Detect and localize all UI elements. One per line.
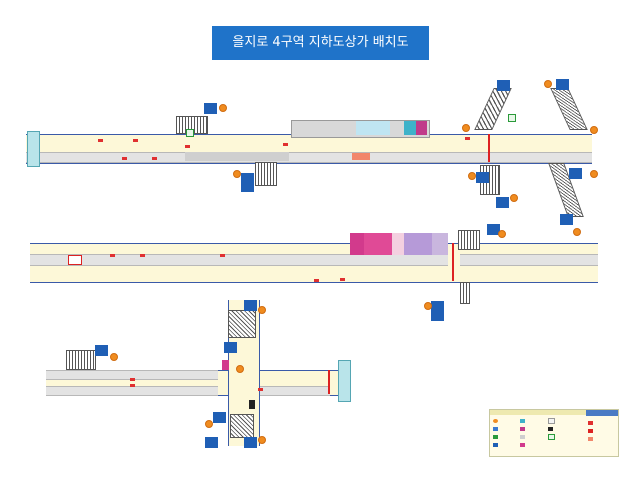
exit-badge-icon[interactable] — [487, 224, 500, 235]
orange-circle-icon — [510, 194, 518, 202]
exit-badge-icon[interactable] — [241, 173, 254, 184]
exit-badge-icon[interactable] — [204, 103, 217, 114]
toilet-icon — [404, 121, 416, 135]
stairs-icon[interactable] — [460, 282, 470, 304]
exit-badge-icon[interactable] — [431, 301, 444, 312]
orange-circle-icon — [498, 230, 506, 238]
orange-circle-icon — [236, 365, 244, 373]
orange-circle-icon — [573, 228, 581, 236]
elevator-icon — [249, 400, 255, 409]
orange-circle-icon — [544, 80, 552, 88]
exit-badge-icon[interactable] — [244, 437, 257, 448]
orange-circle-icon — [219, 104, 227, 112]
exit-badge-icon[interactable] — [556, 79, 569, 90]
green-square-icon — [508, 114, 516, 122]
orange-circle-icon — [258, 436, 266, 444]
exit-badge-icon[interactable] — [431, 310, 444, 321]
orange-circle-icon — [205, 420, 213, 428]
stairs-icon[interactable] — [230, 414, 254, 438]
orange-circle-icon — [233, 170, 241, 178]
green-square-icon — [186, 129, 194, 137]
stairs-icon[interactable] — [255, 162, 277, 186]
orange-circle-icon — [462, 124, 470, 132]
exit-badge-icon[interactable] — [476, 172, 489, 183]
stairs-icon[interactable] — [66, 350, 96, 370]
exit-badge-icon[interactable] — [224, 342, 237, 353]
station-marker — [338, 360, 351, 402]
orange-circle-icon — [590, 170, 598, 178]
orange-circle-icon — [110, 353, 118, 361]
stairs-icon[interactable] — [474, 88, 512, 130]
exit-badge-icon[interactable] — [205, 437, 218, 448]
toilet-icon — [350, 233, 364, 255]
exit-badge-icon[interactable] — [95, 345, 108, 356]
orange-circle-icon — [468, 172, 476, 180]
exit-badge-icon[interactable] — [213, 412, 226, 423]
orange-circle-icon — [424, 302, 432, 310]
station-marker — [27, 131, 40, 167]
legend — [489, 409, 619, 457]
orange-circle-icon — [590, 126, 598, 134]
exit-badge-icon[interactable] — [244, 300, 257, 311]
exit-badge-icon[interactable] — [497, 80, 510, 91]
stairs-icon[interactable] — [458, 230, 480, 250]
orange-circle-icon — [258, 306, 266, 314]
toilet-icon — [416, 121, 427, 135]
exit-badge-icon[interactable] — [569, 168, 582, 179]
exit-badge-icon[interactable] — [496, 197, 509, 208]
stairs-icon[interactable] — [228, 310, 256, 338]
page-title: 을지로 4구역 지하도상가 배치도 — [212, 26, 429, 60]
exit-badge-icon[interactable] — [241, 181, 254, 192]
exit-badge-icon[interactable] — [560, 214, 573, 225]
toilet-icon — [222, 360, 229, 370]
stairs-icon[interactable] — [550, 88, 588, 130]
